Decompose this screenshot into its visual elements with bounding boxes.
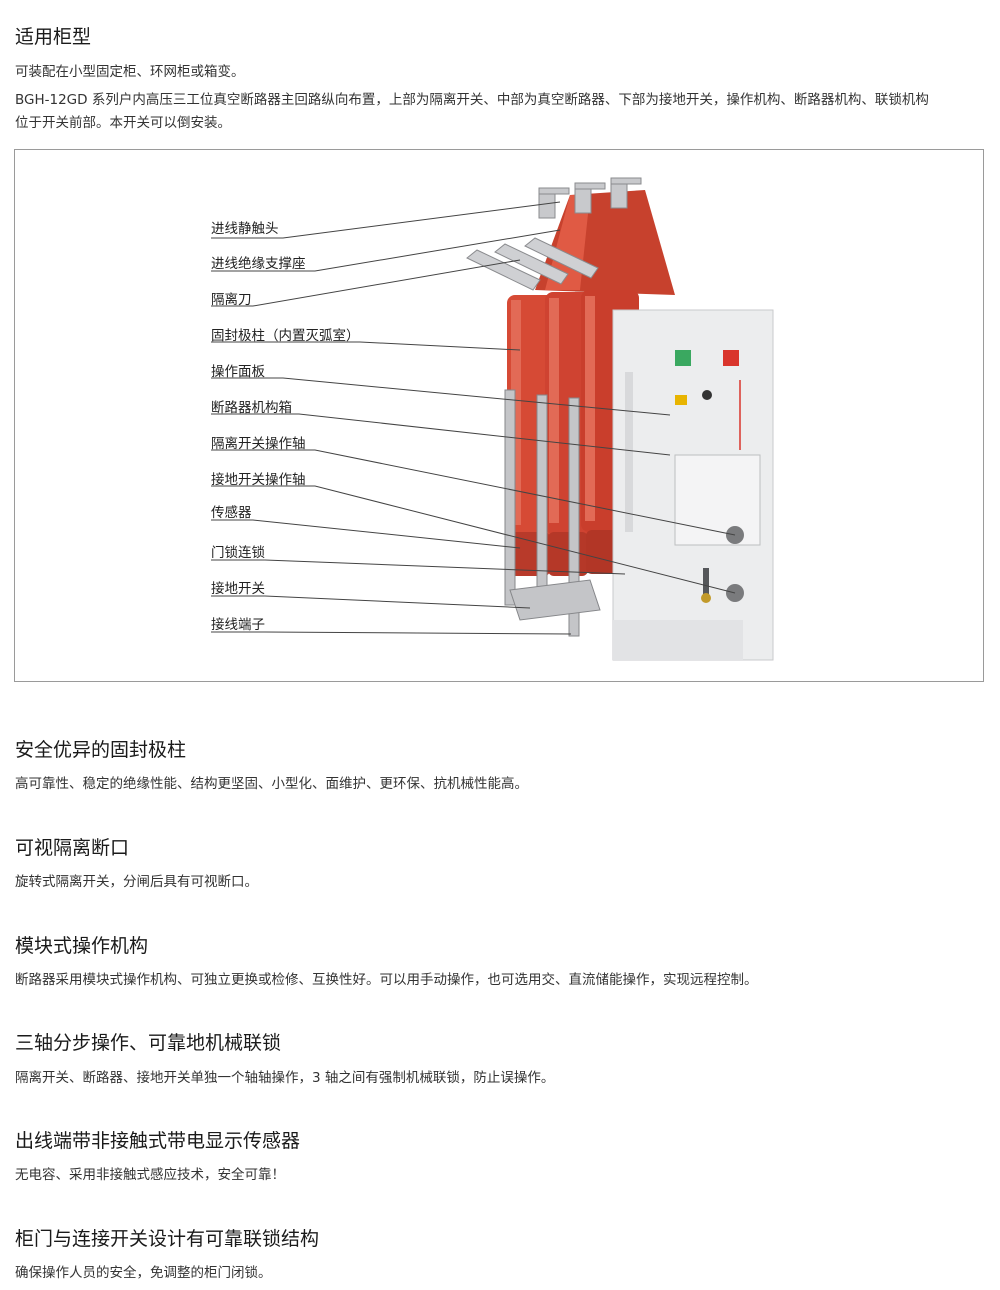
feature-title: 三轴分步操作、可靠地机械联锁 [15, 1032, 282, 1054]
feature-desc: 隔离开关、断路器、接地开关单独一个轴轴操作，3 轴之间有强制机械联锁，防止误操作… [15, 1070, 555, 1086]
feature-desc: 确保操作人员的安全，免调整的柜门闭锁。 [15, 1265, 272, 1281]
callout-leader-lines [211, 201, 736, 635]
feature-title: 可视隔离断口 [15, 837, 130, 859]
callout-breaker-mechanism-box: 断路器机构箱 [211, 400, 292, 416]
callout-isolator-shaft: 隔离开关操作轴 [211, 436, 306, 452]
breaker-illustration [211, 177, 774, 661]
terminals [504, 389, 601, 637]
feature-desc: 无电容、采用非接触式感应技术，安全可靠！ [15, 1167, 285, 1183]
callout-door-interlock: 门锁连锁 [211, 545, 265, 561]
callout-sensor: 传感器 [211, 505, 252, 521]
feature-title: 柜门与连接开关设计有可靠联锁结构 [15, 1228, 320, 1250]
callout-incoming-insulating-support: 进线绝缘支撑座 [211, 256, 306, 272]
intro-line-2: BGH-12GD 系列户内高压三工位真空断路器主回路纵向布置，上部为隔离开关、中… [15, 92, 929, 108]
callout-isolating-blade: 隔离刀 [211, 292, 252, 308]
feature-desc: 旋转式隔离开关，分闸后具有可视断口。 [15, 874, 258, 890]
intro-line-1: 可装配在小型固定柜、环网柜或箱变。 [15, 64, 245, 80]
feature-desc: 高可靠性、稳定的绝缘性能、结构更坚固、小型化、面维护、更环保、抗机械性能高。 [15, 776, 528, 792]
intro-line-3: 位于开关前部。本开关可以倒安装。 [15, 115, 231, 131]
callout-earthing-switch: 接地开关 [211, 581, 265, 597]
callout-incoming-static-contact: 进线静触头 [211, 221, 279, 237]
feature-title: 模块式操作机构 [15, 935, 149, 957]
callout-operating-panel: 操作面板 [211, 364, 265, 380]
callout-sealed-pole: 固封极柱（内置灭弧室） [211, 328, 360, 344]
isolating-blades [466, 237, 599, 291]
feature-title: 出线端带非接触式带电显示传感器 [15, 1130, 301, 1152]
operating-panel [612, 309, 774, 661]
feature-title: 安全优异的固封极柱 [15, 739, 187, 761]
product-diagram: 进线静触头 进线绝缘支撑座 隔离刀 固封极柱（内置灭弧室） 操作面板 断路器机构… [14, 149, 984, 682]
section-title-applicable-cabinet: 适用柜型 [15, 26, 92, 48]
feature-desc: 断路器采用模块式操作机构、可独立更换或检修、互换性好。可以用手动操作，也可选用交… [15, 972, 758, 988]
callout-earthing-shaft: 接地开关操作轴 [211, 472, 306, 488]
callout-terminal: 接线端子 [211, 617, 265, 633]
